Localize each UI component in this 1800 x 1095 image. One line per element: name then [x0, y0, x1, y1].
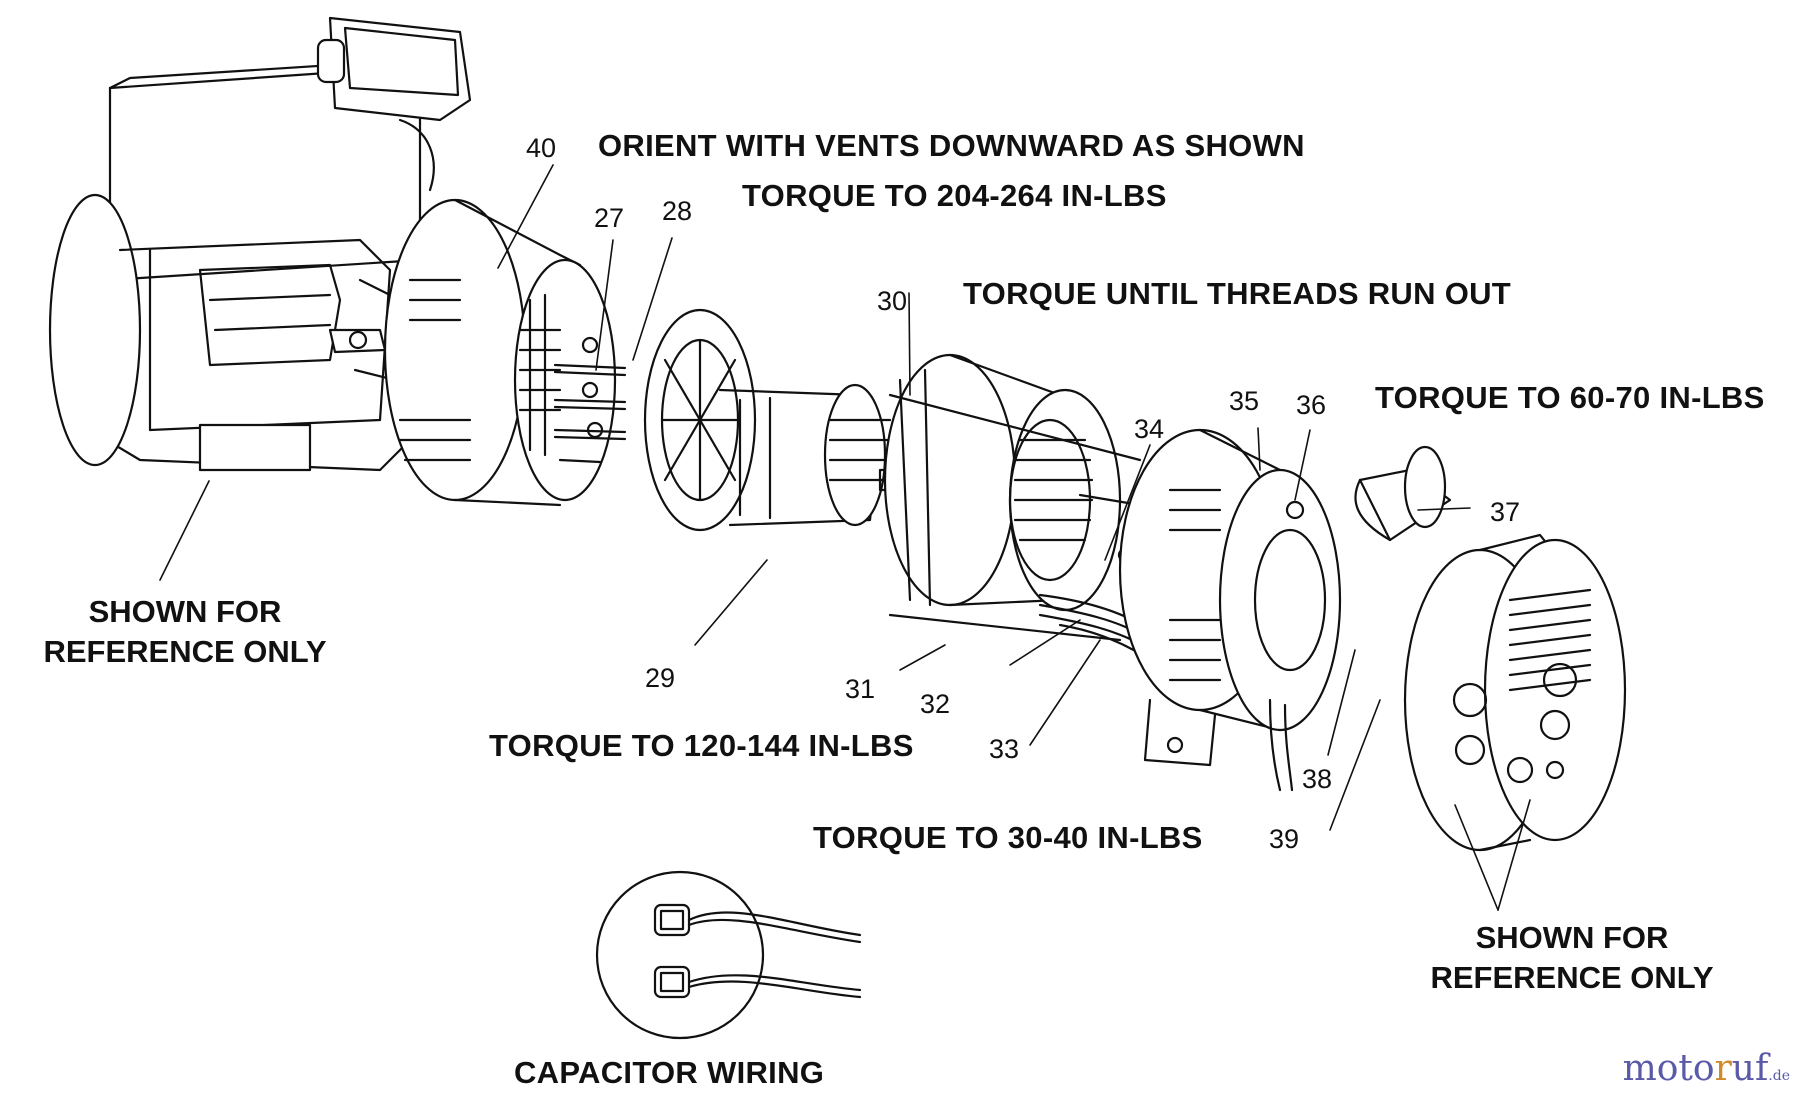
- torque-120-note: TORQUE TO 120-144 IN-LBS: [489, 728, 914, 763]
- part-30-label: 30: [877, 286, 908, 316]
- watermark: motoruf.de: [1623, 1048, 1790, 1089]
- torque-threads-note: TORQUE UNTIL THREADS RUN OUT: [963, 276, 1512, 311]
- bolts-27-28-illustration: [553, 336, 627, 464]
- watermark-brand-b: r: [1714, 1048, 1732, 1089]
- part-40-label: 40: [526, 133, 557, 163]
- watermark-brand-a: moto: [1622, 1048, 1715, 1089]
- part-27-label: 27: [594, 203, 625, 233]
- reference-right-line1: SHOWN FOR: [1475, 920, 1669, 955]
- part-33-label: 33: [989, 734, 1020, 764]
- reference-left-line2: REFERENCE ONLY: [43, 634, 327, 669]
- part-36-label: 36: [1296, 390, 1327, 420]
- capacitor-wiring-inset: [595, 870, 862, 1040]
- engine-reference-illustration: [48, 16, 472, 472]
- leader-lines: [159, 164, 1531, 911]
- watermark-tld: .de: [1768, 1068, 1790, 1084]
- orient-note: ORIENT WITH VENTS DOWNWARD AS SHOWN: [598, 128, 1305, 163]
- reference-right-line2: REFERENCE ONLY: [1430, 960, 1714, 995]
- part-34-label: 34: [1134, 414, 1165, 444]
- torque-30-note: TORQUE TO 30-40 IN-LBS: [813, 820, 1203, 855]
- capacitor-37-illustration: [1354, 445, 1452, 542]
- stator-31-illustration: [883, 353, 1142, 642]
- part-32-label: 32: [920, 689, 951, 719]
- rear-endshield-35-illustration: [1118, 428, 1342, 792]
- torque-60-note: TORQUE TO 60-70 IN-LBS: [1375, 380, 1765, 415]
- reference-only-right: SHOWN FOR REFERENCE ONLY: [1402, 918, 1742, 998]
- reference-left-line1: SHOWN FOR: [88, 594, 282, 629]
- part-39-label: 39: [1269, 824, 1300, 854]
- reference-only-left: SHOWN FOR REFERENCE ONLY: [15, 592, 355, 672]
- torque-204-note: TORQUE TO 204-264 IN-LBS: [742, 178, 1167, 213]
- part-28-label: 28: [662, 196, 693, 226]
- rotor-29-illustration: [643, 308, 907, 532]
- part-31-label: 31: [845, 674, 876, 704]
- part-38-label: 38: [1302, 764, 1333, 794]
- capacitor-wiring-label: CAPACITOR WIRING: [514, 1055, 825, 1090]
- part-35-label: 35: [1229, 386, 1260, 416]
- part-37-label: 37: [1490, 497, 1521, 527]
- part-29-label: 29: [645, 663, 676, 693]
- control-panel-reference-illustration: [1403, 533, 1627, 852]
- watermark-brand-c: uf: [1731, 1048, 1769, 1089]
- endshield-40-illustration: [383, 198, 617, 507]
